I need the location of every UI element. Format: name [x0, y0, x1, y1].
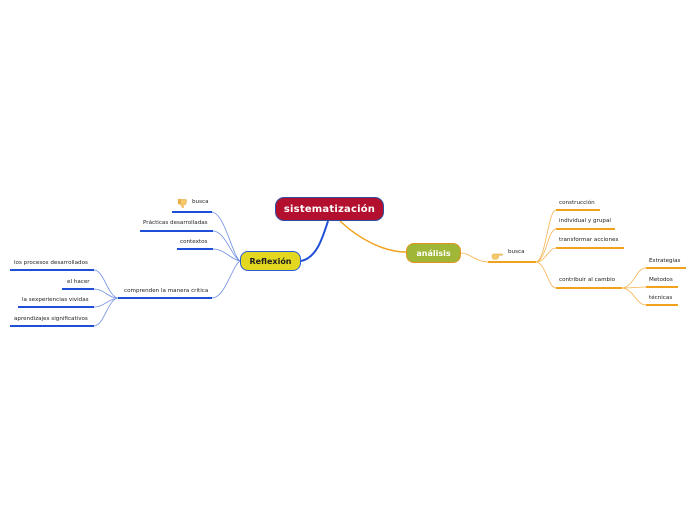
- practicas-underline: [140, 230, 213, 232]
- procesos-underline: [10, 269, 94, 271]
- aprendizajes-label[interactable]: aprendizajes significativos: [14, 316, 88, 322]
- tecnicas-underline: [646, 304, 678, 306]
- transformar-underline: [556, 247, 624, 249]
- procesos-label[interactable]: los procesos desarrollados: [14, 260, 88, 266]
- practicas-label[interactable]: Prácticas desarrolladas: [143, 220, 208, 226]
- pointing-hand-icon: [491, 248, 504, 266]
- metodos-label[interactable]: Metodos: [649, 277, 673, 283]
- analisis-node[interactable]: análisis: [406, 243, 461, 263]
- root-topic-node[interactable]: sistematización: [275, 197, 384, 221]
- individual-underline: [556, 228, 615, 230]
- reflexion-busca-underline: [172, 211, 212, 213]
- reflexion-busca-label[interactable]: busca: [192, 199, 209, 205]
- experiencias-label[interactable]: la sexperiencias vividas: [22, 297, 89, 303]
- contribuir-label[interactable]: contribuir al cambio: [559, 277, 616, 283]
- construccion-underline: [556, 209, 600, 211]
- reflexion-label: Reflexión: [249, 256, 292, 266]
- analisis-busca-underline: [488, 261, 536, 263]
- contribuir-underline: [556, 287, 622, 289]
- metodos-underline: [646, 286, 678, 288]
- hacer-underline: [62, 288, 94, 290]
- experiencias-underline: [18, 306, 94, 308]
- contextos-underline: [177, 248, 213, 250]
- comprenden-underline: [118, 297, 212, 299]
- hacer-label[interactable]: el hacer: [67, 279, 90, 285]
- thumbs-down-icon: [177, 196, 188, 214]
- contextos-label[interactable]: contextos: [180, 239, 208, 245]
- analisis-busca-label[interactable]: busca: [508, 249, 525, 255]
- analisis-label: análisis: [416, 248, 451, 258]
- reflexion-node[interactable]: Reflexión: [240, 251, 301, 271]
- transformar-label[interactable]: transformar acciones: [559, 237, 619, 243]
- comprenden-label[interactable]: comprenden la manera critica: [124, 288, 209, 294]
- construccion-label[interactable]: construcción: [559, 200, 595, 206]
- root-topic-label: sistematización: [283, 203, 376, 215]
- individual-label[interactable]: individual y grupal: [559, 218, 611, 224]
- aprendizajes-underline: [10, 325, 94, 327]
- tecnicas-label[interactable]: técnicas: [649, 295, 673, 301]
- estrategias-underline: [646, 267, 686, 269]
- estrategias-label[interactable]: Estrategias: [649, 258, 681, 264]
